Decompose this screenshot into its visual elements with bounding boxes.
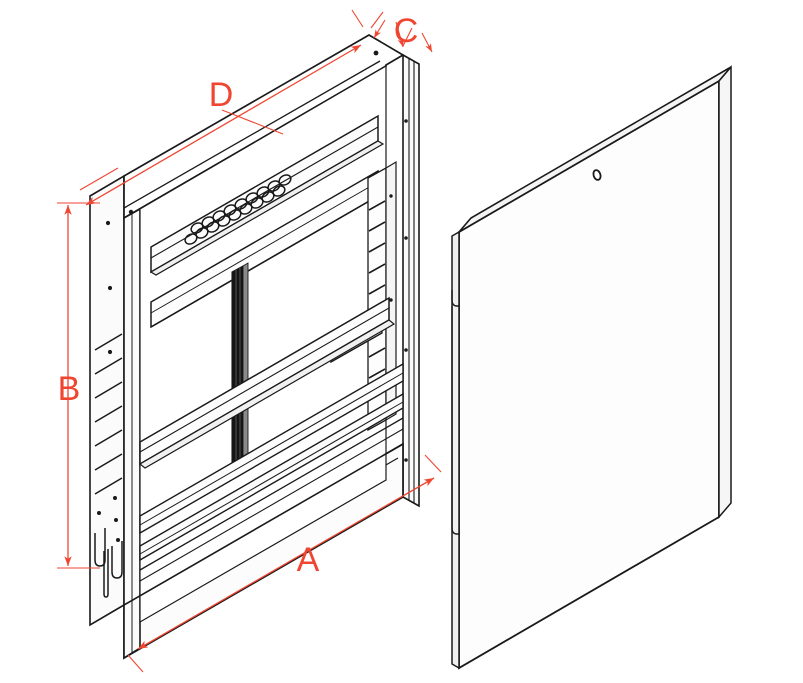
cabinet-body	[89, 34, 420, 660]
dimension-annotations	[57, 9, 442, 673]
dimension-label-a: A	[297, 541, 320, 579]
door-panel	[451, 64, 732, 670]
door-lock-hole	[592, 169, 602, 181]
door-left-flange	[451, 230, 460, 670]
dimension-label-b: B	[58, 370, 81, 408]
cabinet-left-front-post	[123, 207, 141, 660]
left-panel-holes	[97, 220, 120, 542]
dimension-D	[79, 9, 364, 206]
dimension-label-c: C	[394, 12, 419, 50]
left-side-slots	[94, 333, 123, 495]
dimension-A	[127, 454, 442, 673]
rack-rail-right	[367, 160, 397, 432]
cabinet-inner-divider	[231, 262, 249, 472]
cabinet-right-front-post	[402, 53, 420, 508]
cabinet-left-side-panel	[89, 174, 125, 627]
cabinet-middle-shelf	[138, 296, 396, 469]
keyhole-mounting-slot	[94, 528, 123, 598]
dimension-B	[57, 202, 100, 569]
dimension-C	[370, 11, 433, 53]
dimension-label-d: D	[209, 76, 234, 114]
